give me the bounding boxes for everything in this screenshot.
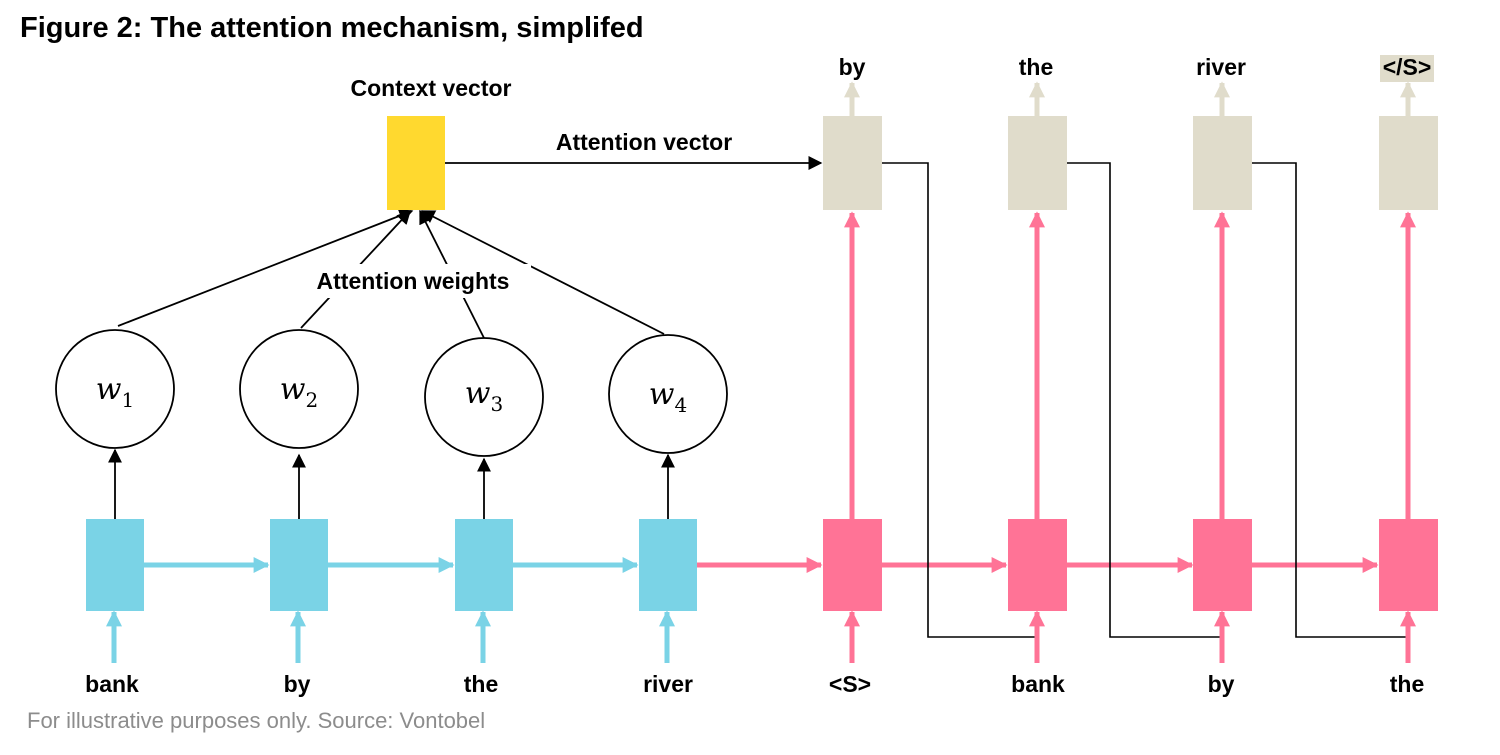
encoder-box-3 xyxy=(455,519,513,611)
encoder-box-2 xyxy=(270,519,328,611)
decoder-box-4 xyxy=(1379,519,1438,611)
context-vector-box xyxy=(387,116,445,210)
svg-text:w1: w1 xyxy=(96,372,134,412)
source-footnote: For illustrative purposes only. Source: … xyxy=(27,708,486,733)
decoder-box-3 xyxy=(1193,519,1252,611)
weight-node-2: w2 xyxy=(239,329,359,449)
attention-arrow-1 xyxy=(117,209,414,327)
svg-text:w4: w4 xyxy=(649,377,687,417)
decoder-input-word-4: the xyxy=(1390,671,1425,697)
weight-node-4: w4 xyxy=(608,334,728,454)
decoder-box-2 xyxy=(1008,519,1067,611)
encoder-input-word-2: by xyxy=(284,671,311,697)
svg-text:w3: w3 xyxy=(465,376,503,416)
decoder-input-word-1: <S> xyxy=(829,671,871,697)
decoder-box-1 xyxy=(823,519,882,611)
svg-text:w2: w2 xyxy=(280,372,318,412)
output-box-4 xyxy=(1379,116,1438,210)
eos-highlight xyxy=(1380,55,1434,82)
decoder-input-word-2: bank xyxy=(1011,671,1065,697)
weight-node-1: w1 xyxy=(55,329,175,449)
output-word-4: </S> xyxy=(1383,54,1432,80)
encoder-box-4 xyxy=(639,519,697,611)
output-box-1 xyxy=(823,116,882,210)
encoder-input-word-3: the xyxy=(464,671,499,697)
weight-node-3: w3 xyxy=(424,337,544,457)
figure-title: Figure 2: The attention mechanism, simpl… xyxy=(20,12,644,44)
feedback-line-2 xyxy=(1067,162,1222,638)
decoder-input-word-3: by xyxy=(1208,671,1235,697)
output-word-1: by xyxy=(839,54,866,80)
output-word-2: the xyxy=(1019,54,1054,80)
context-vector-label: Context vector xyxy=(350,75,511,101)
attention-weights-label: Attention weights xyxy=(317,268,510,294)
output-box-3 xyxy=(1193,116,1252,210)
encoder-input-word-1: bank xyxy=(85,671,139,697)
encoder-box-1 xyxy=(86,519,144,611)
attention-arrow-4 xyxy=(420,210,665,335)
feedback-line-1 xyxy=(882,162,1037,638)
output-word-3: river xyxy=(1196,54,1246,80)
output-box-2 xyxy=(1008,116,1067,210)
encoder-input-word-4: river xyxy=(643,671,693,697)
attention-weights-label-bg xyxy=(297,264,531,298)
feedback-line-3 xyxy=(1252,162,1408,638)
attention-vector-label: Attention vector xyxy=(556,129,732,155)
